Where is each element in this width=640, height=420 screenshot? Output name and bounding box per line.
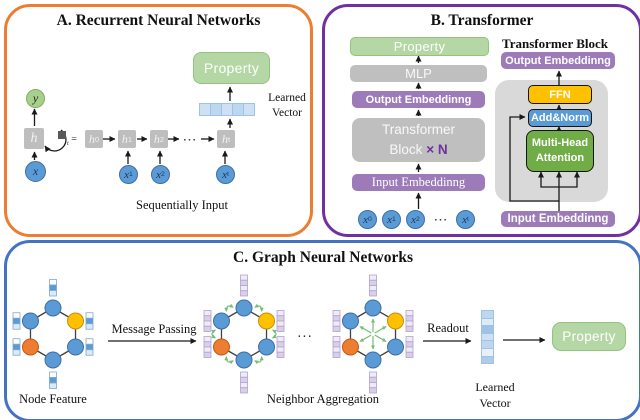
- detail-input-embedding-box: Input Embeddinng: [501, 211, 615, 227]
- input-embedding-box: Input Embeddinng: [352, 174, 485, 191]
- panel-c-arrows: [108, 337, 546, 344]
- add-norm-box: Add&Norm: [528, 109, 592, 127]
- vector-cell: [243, 103, 255, 116]
- ellipsis-b: ⋯: [433, 211, 449, 227]
- multi-head-attention-box: Multi-Head Attention: [526, 130, 594, 172]
- message-passing-label: Message Passing: [111, 322, 197, 336]
- node-feature-caption: Node Feature: [19, 392, 87, 406]
- mlp-box: MLP: [350, 65, 487, 82]
- neighbor-aggregation-caption: Neighbor Aggregation: [266, 392, 380, 406]
- property-label: Property: [203, 60, 260, 76]
- readout-label: Readout: [427, 321, 469, 335]
- transformer-block-xn-box: Transformer Block × N: [352, 118, 485, 162]
- molecule-graph-message-passing: [203, 274, 285, 394]
- transformer-block-detail-title: Transformer Block: [501, 36, 609, 51]
- panel-transformer: B. Transformer Property MLP Output Embed…: [322, 4, 640, 237]
- t-equals-label: t =: [67, 134, 77, 147]
- molecule-graph-node-feature: [12, 279, 94, 389]
- detail-output-embedding-box: Output Embeddinng: [501, 52, 615, 69]
- learned-vector-strip-a: [199, 103, 255, 116]
- input-node-x: x: [25, 161, 46, 182]
- panel-recurrent-neural-networks: A. Recurrent Neural Networks Property Le…: [4, 4, 313, 237]
- panel-graph-neural-networks: C. Graph Neural Networks Node Feature Me…: [4, 240, 640, 420]
- learned-vector-strip-c: [481, 310, 494, 365]
- vector-cell: [481, 355, 494, 365]
- learned-vector-label-a: Learned Vector: [268, 92, 306, 119]
- recurrent-delay-square: [58, 131, 66, 139]
- hidden-state-box: h: [24, 128, 44, 149]
- sequentially-input-caption: Sequentially Input: [136, 198, 228, 212]
- panel-c-title: C. Graph Neural Networks: [233, 249, 413, 266]
- property-box-b: Property: [350, 37, 489, 56]
- learned-vector-label-c: Learned Vector: [475, 380, 515, 410]
- panel-a-title: A. Recurrent Neural Networks: [56, 12, 261, 29]
- output-node-y: y: [26, 89, 45, 108]
- property-box-a: Property: [193, 52, 270, 84]
- ellipsis-a: ⋯: [182, 131, 198, 147]
- n-times-label: × N: [426, 142, 448, 157]
- ffn-box: FFN: [528, 85, 592, 104]
- panel-b-arrows: [415, 55, 580, 211]
- property-box-c: Property: [552, 322, 626, 351]
- molecule-graph-readout: [332, 274, 414, 394]
- ellipsis-c: ...: [297, 324, 313, 341]
- output-embedding-box: Output Embeddinng: [352, 91, 485, 108]
- panel-b-title: B. Transformer: [430, 12, 534, 29]
